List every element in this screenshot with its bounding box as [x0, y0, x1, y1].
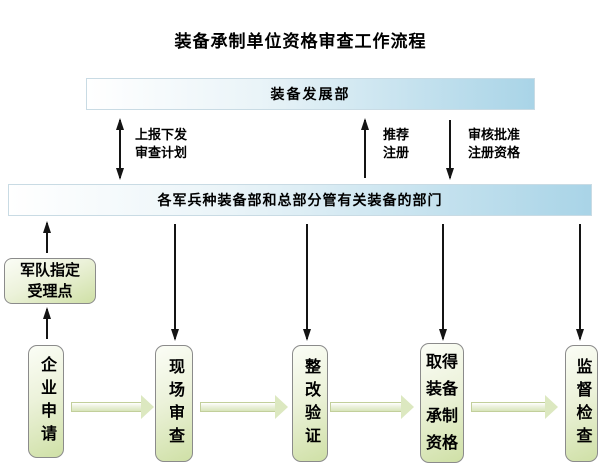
- flow-arrow-2: [200, 395, 288, 419]
- enterprise-apply-label: 企业申请: [38, 355, 55, 448]
- army-acceptance-point-box: 军队指定 受理点: [4, 258, 96, 304]
- up-arrow-accept-point-to-bar: [42, 221, 52, 255]
- process-box-obtain-qualification: 取得装备承制资格: [420, 343, 464, 463]
- down-arrow-supervision: [575, 222, 585, 341]
- flow-arrow-3: [330, 395, 414, 419]
- report-plan-label: 上报下发 审查计划: [135, 127, 188, 161]
- up-arrow-recommend: [360, 118, 370, 180]
- down-arrow-onsite-review: [170, 222, 180, 341]
- equipment-development-dept-bar: 装备发展部: [86, 78, 535, 110]
- equipment-development-dept-label: 装备发展部: [270, 86, 351, 102]
- approve-label: 审核批准 注册资格: [468, 127, 521, 161]
- army-acceptance-point-label: 军队指定 受理点: [19, 262, 80, 300]
- page-title: 装备承制单位资格审查工作流程: [174, 32, 427, 51]
- double-arrow-report-plan: [115, 118, 125, 180]
- process-box-enterprise-apply: 企业申请: [28, 345, 64, 458]
- process-box-onsite-review: 现场审查: [155, 345, 193, 462]
- onsite-review-label: 现场审查: [166, 357, 183, 450]
- service-equipment-depts-label: 各军兵种装备部和总部分管有关装备的部门: [157, 192, 443, 208]
- down-arrow-obtain-qualification: [438, 222, 448, 341]
- process-box-rectify-verify: 整改验证: [292, 345, 328, 462]
- supervision-label: 监督检查: [573, 357, 591, 450]
- obtain-qualification-label: 取得装备承制资格: [425, 353, 458, 453]
- flow-arrow-1: [71, 395, 154, 419]
- up-arrow-apply-to-accept-point: [42, 307, 52, 341]
- down-arrow-approve: [445, 118, 455, 180]
- service-equipment-depts-bar: 各军兵种装备部和总部分管有关装备的部门: [8, 184, 592, 216]
- down-arrow-rectify-verify: [302, 222, 312, 341]
- flow-arrow-4: [471, 395, 558, 419]
- rectify-verify-label: 整改验证: [302, 357, 319, 450]
- process-box-supervision: 监督检查: [565, 345, 598, 462]
- recommend-label: 推荐 注册: [383, 127, 410, 161]
